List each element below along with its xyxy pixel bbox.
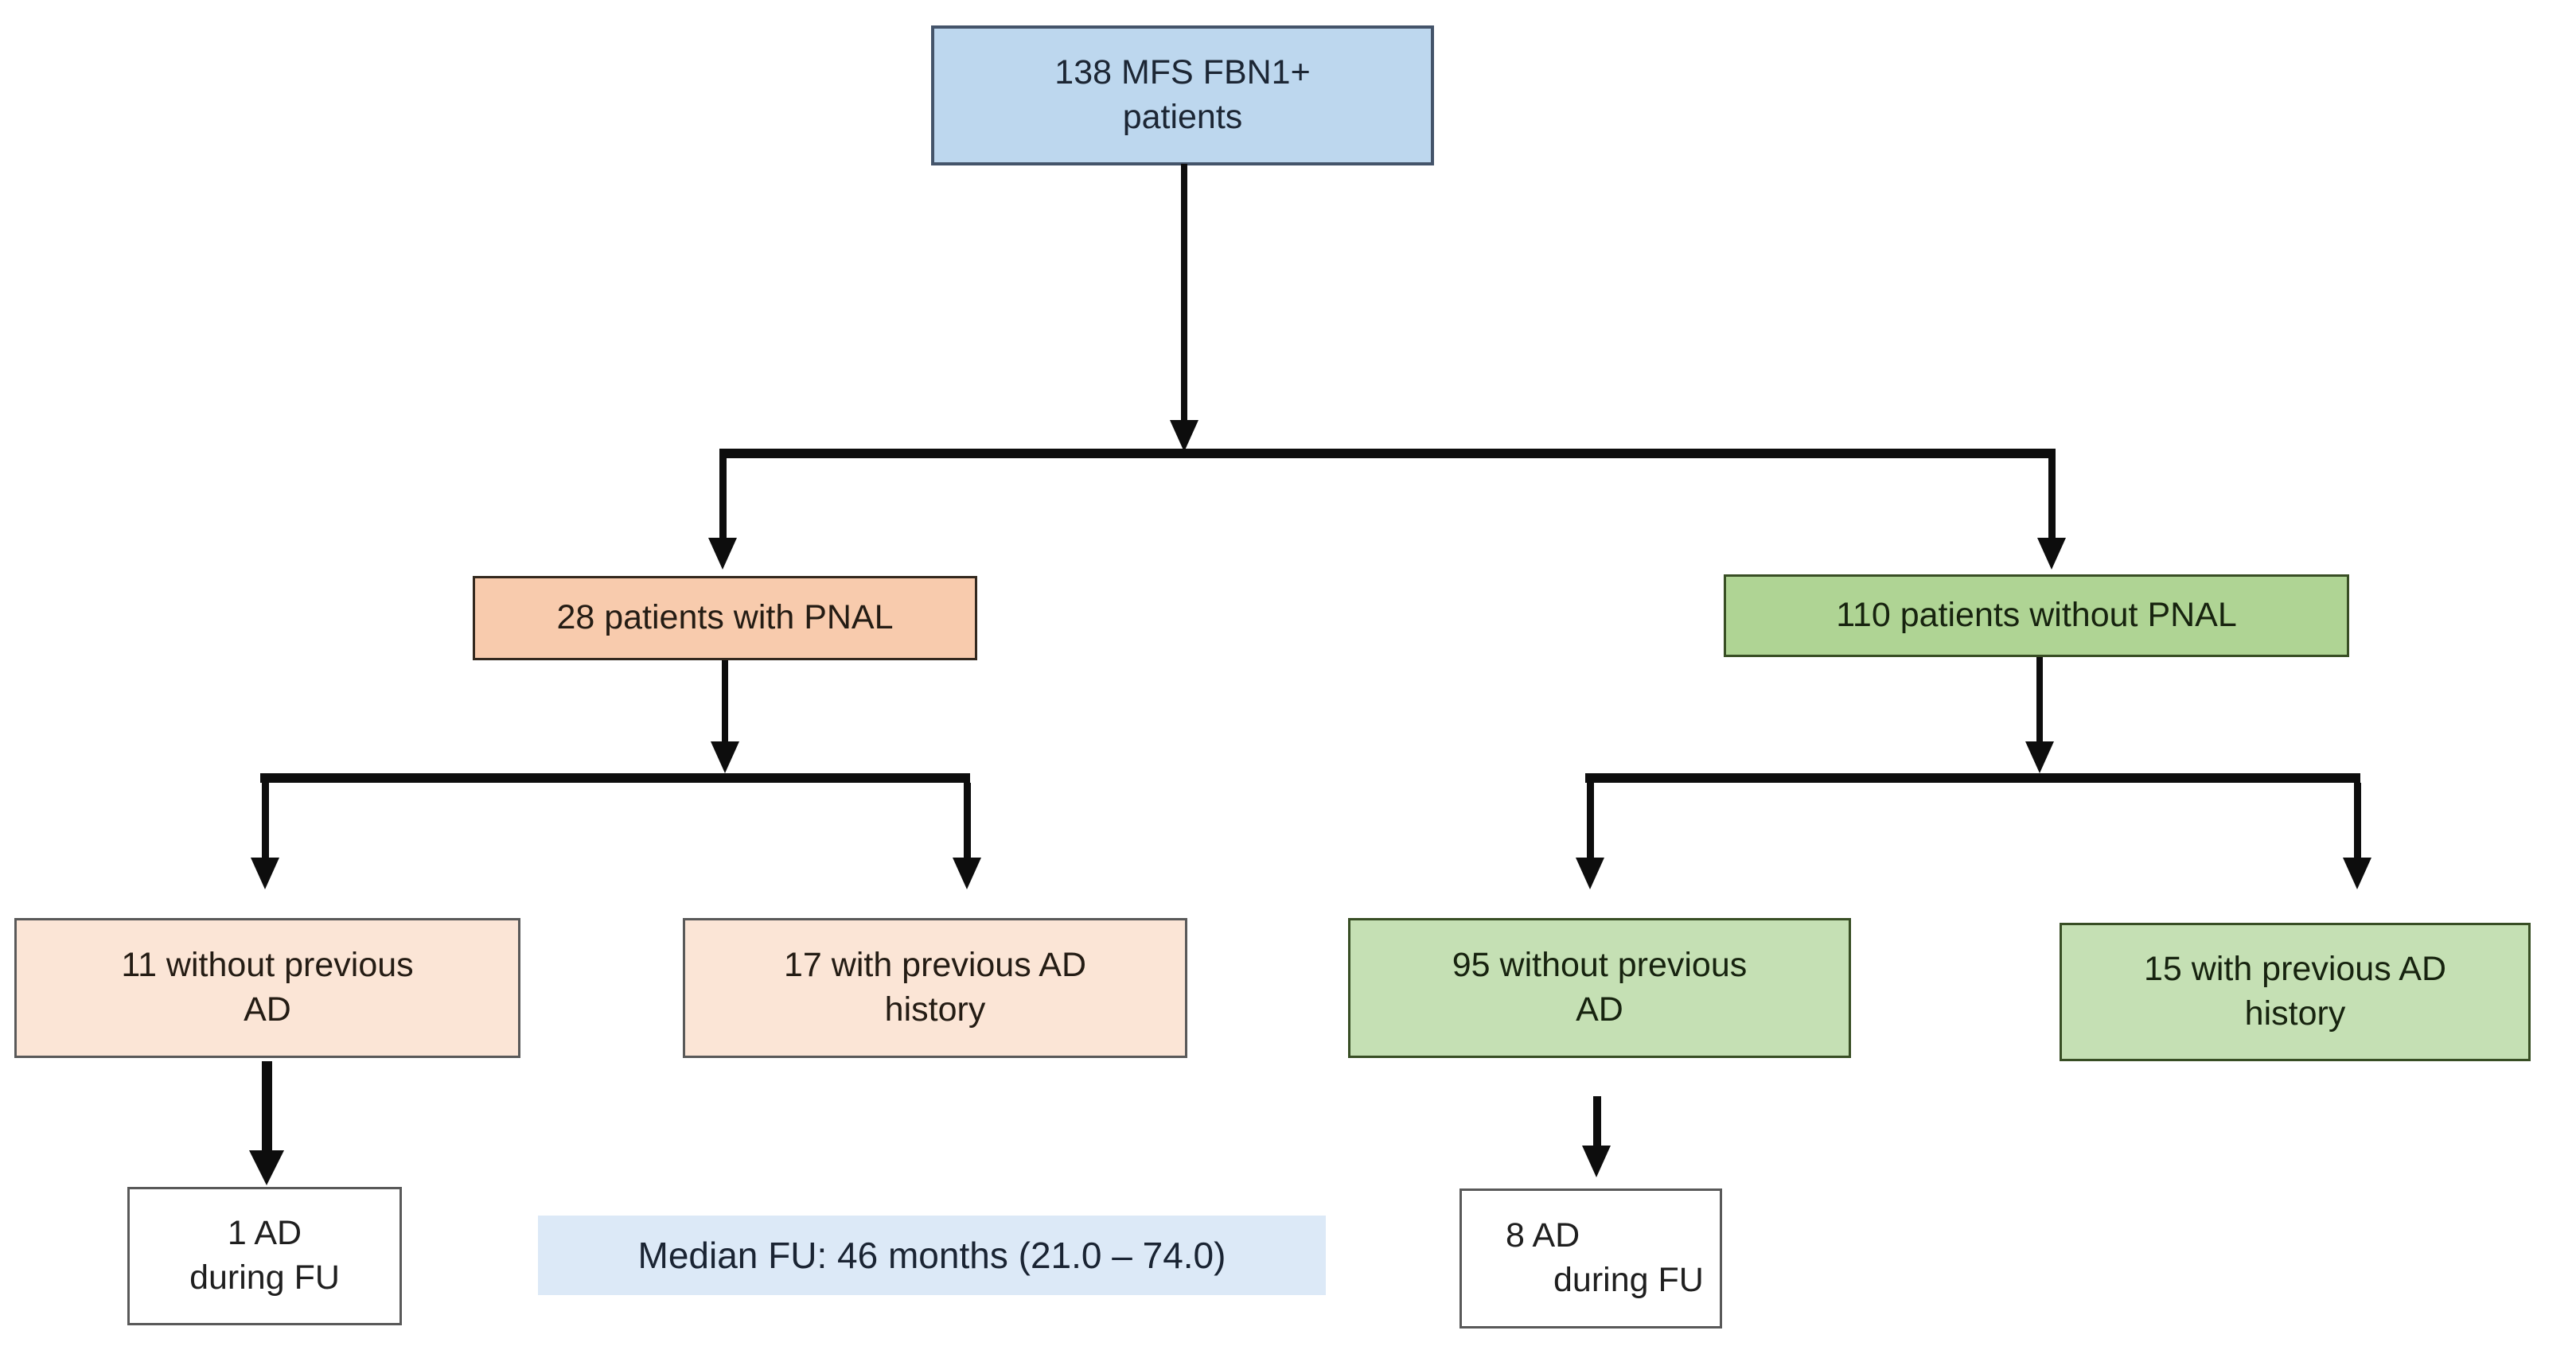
connector-drop-pnal-ad-history <box>964 783 971 858</box>
node-pnal-label: 28 patients with PNAL <box>556 598 894 637</box>
node-pnal-no-previous-ad-line2: AD <box>244 990 291 1029</box>
node-pnal-ad-during-fu-line2: during FU <box>189 1258 340 1297</box>
node-pnal-ad-during-fu: 1 AD during FU <box>127 1187 402 1325</box>
node-no-pnal-no-previous-ad-line2: AD <box>1576 990 1623 1029</box>
node-root-line2: patients <box>1122 98 1243 136</box>
connector-drop-pnal <box>719 458 727 539</box>
node-no-pnal-label: 110 patients without PNAL <box>1836 596 2237 635</box>
arrowhead-no-pnal-split-icon <box>2025 741 2054 773</box>
node-no-pnal-no-previous-ad-line1: 95 without previous <box>1452 946 1748 985</box>
arrowhead-no-pnal-fu-icon <box>1582 1146 1611 1177</box>
median-fu-note-label: Median FU: 46 months (21.0 – 74.0) <box>637 1235 1226 1276</box>
connector-drop-no-pnal-no-ad <box>1587 783 1594 858</box>
connector-pnal-branch <box>260 773 970 783</box>
connector-no-pnal-fu-stem <box>1593 1096 1601 1146</box>
arrowhead-no-pnal-ad-history-icon <box>2343 858 2371 889</box>
node-pnal-previous-ad-history-line2: history <box>884 990 986 1029</box>
connector-level1-branch <box>719 449 2056 458</box>
arrowhead-pnal-ad-history-icon <box>953 858 981 889</box>
node-pnal-previous-ad-history-line1: 17 with previous AD <box>783 946 1087 985</box>
connector-drop-no-pnal <box>2048 458 2056 539</box>
arrowhead-pnal-split-icon <box>711 741 739 773</box>
node-no-pnal-ad-during-fu-line1: 8 AD <box>1506 1216 1580 1255</box>
connector-no-pnal-stem <box>2036 657 2043 741</box>
arrowhead-root-icon <box>1170 420 1198 452</box>
median-fu-note: Median FU: 46 months (21.0 – 74.0) <box>538 1216 1326 1295</box>
arrowhead-pnal-fu-icon <box>249 1150 284 1185</box>
connector-root-stem <box>1181 164 1187 420</box>
connector-pnal-stem <box>722 660 728 741</box>
node-root-mfs-patients: 138 MFS FBN1+ patients <box>931 25 1434 165</box>
arrowhead-no-pnal-no-ad-icon <box>1576 858 1604 889</box>
connector-drop-pnal-no-ad <box>262 783 269 858</box>
node-no-pnal-previous-ad-history: 15 with previous AD history <box>2060 923 2531 1061</box>
node-pnal-ad-during-fu-line1: 1 AD <box>227 1214 302 1253</box>
node-no-pnal-ad-during-fu: 8 AD during FU <box>1459 1188 1722 1328</box>
node-no-pnal-ad-during-fu-line2: during FU <box>1553 1261 1704 1299</box>
connector-drop-no-pnal-ad-history <box>2354 783 2361 858</box>
node-pnal-patients: 28 patients with PNAL <box>473 576 977 660</box>
node-pnal-no-previous-ad: 11 without previous AD <box>14 918 520 1058</box>
arrowhead-pnal-icon <box>708 538 737 570</box>
arrowhead-no-pnal-icon <box>2037 538 2066 570</box>
node-no-pnal-previous-ad-history-line1: 15 with previous AD <box>2143 950 2447 989</box>
connector-pnal-fu-stem <box>262 1061 272 1150</box>
connector-no-pnal-branch <box>1585 773 2360 783</box>
node-no-pnal-previous-ad-history-line2: history <box>2244 994 2346 1033</box>
node-pnal-previous-ad-history: 17 with previous AD history <box>683 918 1187 1058</box>
node-no-pnal-no-previous-ad: 95 without previous AD <box>1348 918 1851 1058</box>
node-no-pnal-patients: 110 patients without PNAL <box>1724 574 2349 657</box>
arrowhead-pnal-no-ad-icon <box>251 858 279 889</box>
node-pnal-no-previous-ad-line1: 11 without previous <box>121 946 414 985</box>
node-root-line1: 138 MFS FBN1+ <box>1054 53 1311 92</box>
